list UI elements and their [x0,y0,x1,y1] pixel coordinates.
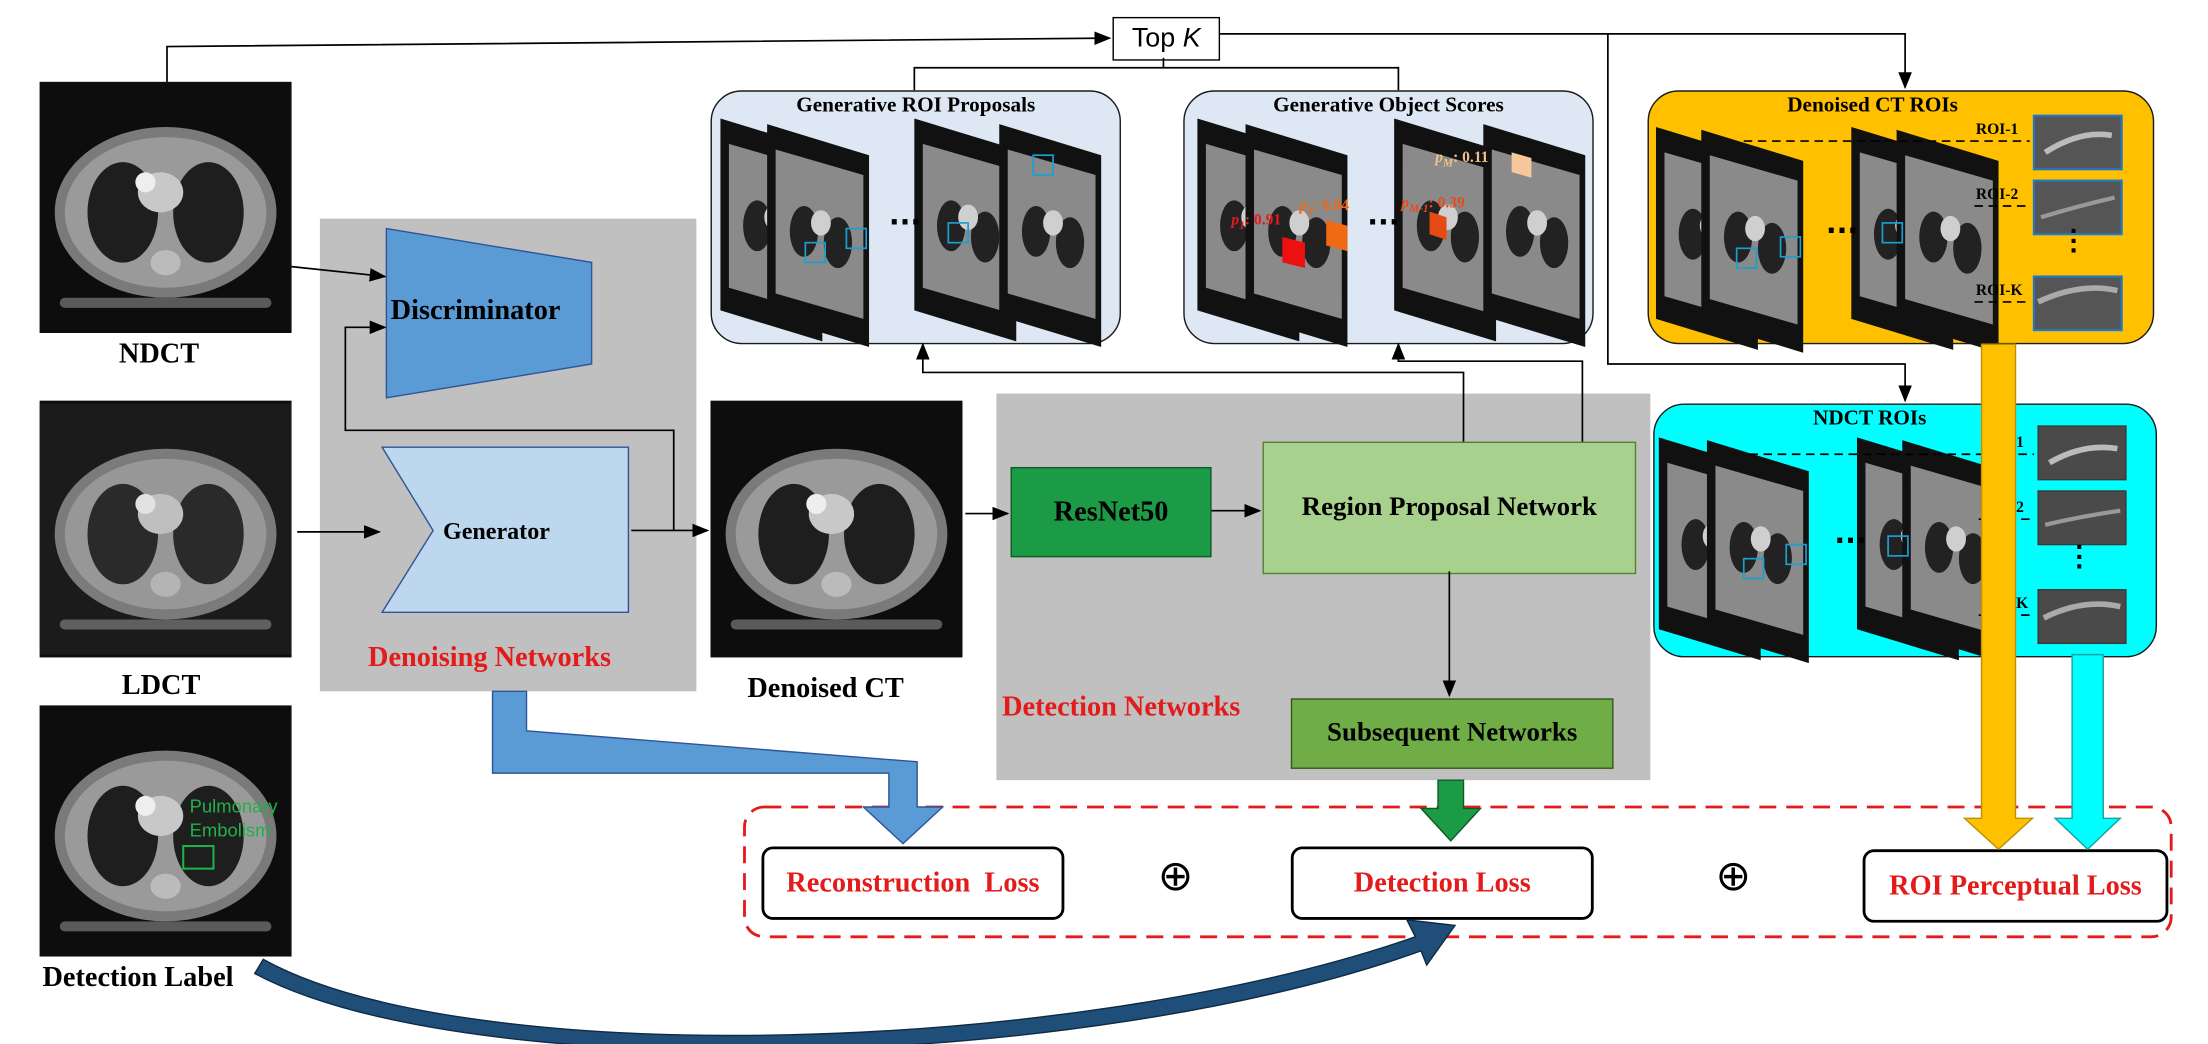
denoised-roi-label-k: ROI-K [1975,282,2023,300]
reconstruction-loss-box: Reconstruction Loss [761,846,1065,920]
roi-proposals-title: Generative ROI Proposals [796,94,1036,118]
score-2-symbol: p [1299,197,1308,215]
denoised-roi-label-2: ROI-2 [1975,186,2019,204]
top-k-box: Top K [1112,16,1221,61]
ndct-rois-title: NDCT ROIs [1812,407,1927,431]
subsequent-networks-block: Subsequent Networks [1290,698,1614,769]
annotation-text-2: Embolism [189,819,271,841]
denoised-roi-slabs [1655,114,2123,353]
annotation-text-1: Pulmonary [189,795,278,817]
ndct-image [39,81,292,333]
orange-loss-arrow [1962,343,2035,851]
score-2: p2: 0.84 [1299,198,1349,218]
generator-shape [380,446,630,613]
ndct-rois-ellipsis: ... [1834,516,1867,551]
score-m-sub: M [1442,156,1454,170]
resnet50-block: ResNet50 [1010,466,1212,558]
score-m-1-symbol: p [1401,194,1410,212]
ndct-rois-vdots: ··· [2074,533,2084,580]
score-m-symbol: p [1435,149,1443,167]
denoised-ct-label: Denoised CT [747,672,904,704]
score-2-sub: 2 [1307,204,1313,218]
score-1-value: : 0.91 [1244,211,1282,229]
scores-slabs [1197,118,1586,348]
discriminator-shape [385,227,593,399]
score-m: pM: 0.11 [1435,150,1488,170]
plus-symbol-1: ⊕ [1157,852,1194,902]
score-1-sub: 1 [1239,218,1245,232]
green-loss-arrow [1419,779,1483,842]
score-1-symbol: p [1231,211,1240,229]
top-k-text: Top [1131,23,1176,53]
ndct-roi-slabs [1658,425,2127,664]
denoised-rois-ellipsis: ... [1825,205,1859,240]
denoised-ct-image [710,400,963,658]
ldct-label: LDCT [121,670,201,702]
score-m-1-value: : 0.39 [1428,194,1465,212]
detection-label-text: Detection Label [42,962,234,994]
denoised-roi-label-1: ROI-1 [1975,121,2019,139]
score-1: p1: 0.91 [1231,212,1281,232]
proposals-ellipsis: ... [888,197,922,232]
object-scores-title: Generative Object Scores [1273,94,1504,118]
denoised-rois-title: Denoised CT ROIs [1787,94,1958,118]
score-2-value: : 0.84 [1312,197,1350,215]
score-m-1-sub: M-1 [1409,202,1429,215]
blue-loss-arrow [491,690,945,845]
roi-perceptual-loss-box: ROI Perceptual Loss [1862,849,2169,923]
rpn-block: Region Proposal Network [1262,441,1637,575]
proposals-slabs [720,118,1102,348]
denoising-networks-label: Denoising Networks [367,641,611,673]
ldct-image [39,400,292,658]
denoised-rois-vdots: ··· [2069,217,2078,264]
top-k-symbol: K [1182,23,1201,53]
score-m-value: : 0.11 [1453,149,1489,167]
detection-networks-label: Detection Networks [1002,691,1241,723]
cyan-loss-arrow [2053,653,2123,851]
detection-label-image: Pulmonary Embolism [39,705,292,957]
generator-label: Generator [443,517,550,545]
scores-ellipsis: ... [1367,197,1400,232]
ndct-label: NDCT [118,338,200,370]
plus-symbol-2: ⊕ [1715,852,1752,902]
navy-curved-arrow [253,918,1457,1044]
score-m-1: pM-1: 0.39 [1401,195,1465,215]
discriminator-label: Discriminator [390,294,561,326]
detection-loss-box: Detection Loss [1290,846,1594,920]
